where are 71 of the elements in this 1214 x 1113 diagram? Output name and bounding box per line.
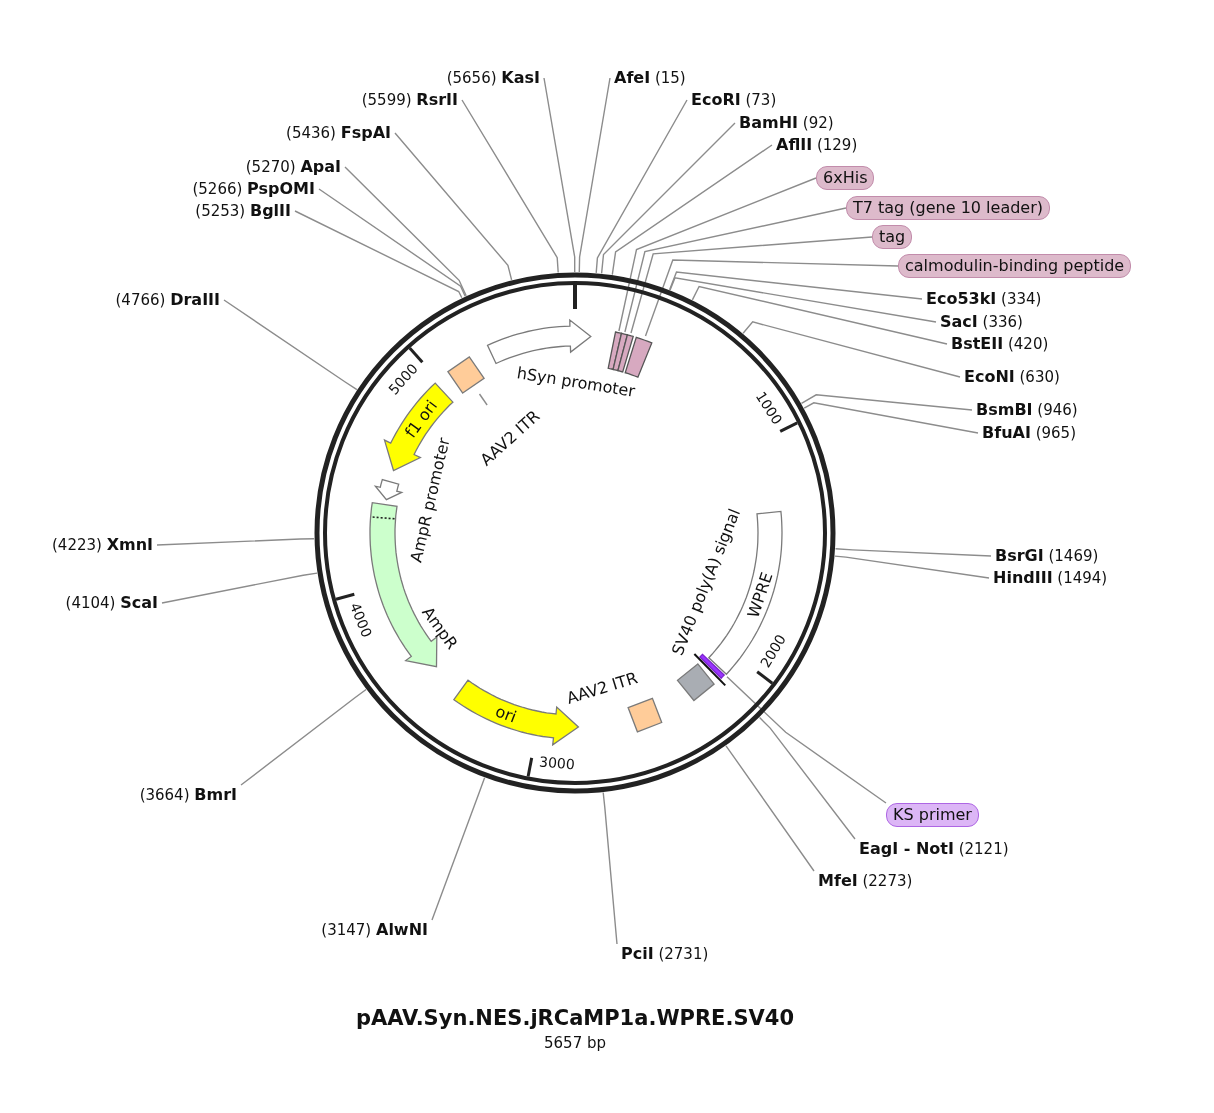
enzyme-site-label: SacI (336) xyxy=(936,312,1027,332)
feature-label: ori xyxy=(492,701,519,727)
feature-label: AAV2 ITR xyxy=(564,668,640,708)
enzyme-site-label: PciI (2731) xyxy=(617,944,713,964)
leader-line xyxy=(478,393,488,406)
enzyme-site-label: Eco53kI (334) xyxy=(922,289,1046,309)
feature-callout: tag xyxy=(872,225,913,249)
enzyme-site-label: (5436) FspAI xyxy=(282,123,395,143)
leader-line xyxy=(344,166,467,297)
leader-line xyxy=(318,188,466,297)
scale-label: 4000 xyxy=(346,600,375,640)
feature-label: WPRE xyxy=(743,569,777,621)
leader-line xyxy=(618,177,817,332)
leader-line xyxy=(294,210,463,299)
leader-line xyxy=(600,122,736,275)
leader-line xyxy=(669,277,937,323)
leader-line xyxy=(644,259,899,337)
enzyme-site-label: (4223) XmnI xyxy=(48,535,157,555)
enzyme-site-label: (4104) ScaI xyxy=(61,593,162,613)
enzyme-site-label: (5266) PspOMI xyxy=(188,179,319,199)
feature-callout: calmodulin-binding peptide xyxy=(898,254,1132,278)
leader-line xyxy=(725,745,815,872)
enzyme-site-label: BsmBI (946) xyxy=(972,400,1082,420)
leader-line xyxy=(834,548,992,557)
feature-callout: 6xHis xyxy=(816,166,875,190)
enzyme-site-label: EcoRI (73) xyxy=(687,90,781,110)
leader-line xyxy=(834,555,990,579)
scale-label: 3000 xyxy=(538,753,576,773)
feature-callout: T7 tag (gene 10 leader) xyxy=(846,196,1051,220)
leader-line xyxy=(800,394,973,411)
enzyme-site-label: (3664) BmrI xyxy=(135,785,241,805)
enzyme-site-label: (5270) ApaI xyxy=(241,157,345,177)
primer-callout: KS primer xyxy=(886,803,979,827)
leader-line xyxy=(758,716,856,840)
enzyme-site-label: EcoNI (630) xyxy=(960,367,1064,387)
sequence-length: 5657 bp xyxy=(544,1034,606,1052)
leader-line xyxy=(240,688,367,786)
enzyme-site-label: BstEII (420) xyxy=(947,334,1053,354)
enzyme-site-label: BfuAI (965) xyxy=(978,423,1080,443)
leader-line xyxy=(543,77,576,273)
enzyme-site-label: EagI - NotI (2121) xyxy=(855,839,1013,859)
leader-line xyxy=(742,321,961,378)
enzyme-site-label: AfeI (15) xyxy=(610,68,690,88)
leader-line xyxy=(156,538,315,546)
leader-line xyxy=(461,99,559,274)
leader-line xyxy=(668,271,923,300)
enzyme-site-label: BsrGI (1469) xyxy=(991,546,1103,566)
leader-line xyxy=(726,676,887,804)
enzyme-site-label: (5253) BglII xyxy=(191,201,295,221)
map-title: pAAV.Syn.NES.jRCaMP1a.WPRE.SV40 xyxy=(356,1006,794,1031)
leader-line xyxy=(394,132,513,281)
enzyme-site-label: MfeI (2273) xyxy=(814,871,917,891)
enzyme-site-label: (5656) KasI xyxy=(442,68,544,88)
leader-line xyxy=(691,285,948,345)
enzyme-site-label: (5599) RsrII xyxy=(357,90,462,110)
leader-line xyxy=(611,144,773,276)
enzyme-site-label: AflII (129) xyxy=(772,135,862,155)
enzyme-site-label: (3147) AlwNI xyxy=(317,920,432,940)
enzyme-site-label: HindIII (1494) xyxy=(989,568,1112,588)
leader-line xyxy=(161,572,318,604)
enzyme-site-label: BamHI (92) xyxy=(735,113,838,133)
leader-line xyxy=(595,99,688,274)
leader-line xyxy=(803,402,979,434)
leader-line xyxy=(602,791,618,945)
leader-line xyxy=(578,77,611,273)
leader-line xyxy=(431,777,486,921)
leader-line xyxy=(630,236,873,334)
enzyme-site-label: (4766) DraIII xyxy=(111,290,224,310)
feature-label: hSyn promoter xyxy=(515,363,637,401)
leader-line xyxy=(223,299,358,391)
leader-line xyxy=(624,207,847,333)
